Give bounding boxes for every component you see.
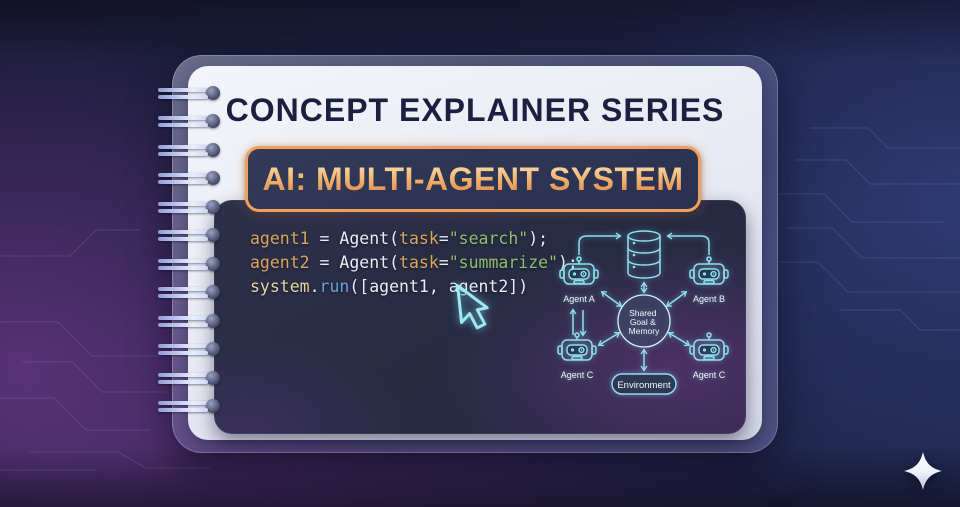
code-token: run bbox=[319, 277, 350, 296]
spiral-ring bbox=[158, 86, 220, 100]
code-line-2: agent2 = Agent(task="summarize"); bbox=[250, 251, 578, 275]
spiral-ring bbox=[158, 143, 220, 157]
series-title: CONCEPT EXPLAINER SERIES bbox=[225, 92, 725, 128]
ring-knob bbox=[206, 342, 220, 356]
spiral-ring bbox=[158, 285, 220, 299]
code-snippet: agent1 = Agent(task="search"); agent2 = … bbox=[250, 227, 578, 299]
ring-knob bbox=[206, 171, 220, 185]
shared-goal-line: Shared bbox=[629, 308, 657, 318]
code-line-1: agent1 = Agent(task="search"); bbox=[250, 227, 578, 251]
ring-knob bbox=[206, 228, 220, 242]
environment-node: Environment bbox=[611, 373, 677, 395]
code-token: Agent( bbox=[339, 229, 400, 248]
robot-agent-c-right-icon bbox=[689, 332, 729, 361]
spiral-ring bbox=[158, 257, 220, 271]
code-token: agent2 bbox=[250, 253, 310, 272]
code-token: task bbox=[399, 253, 439, 272]
arrow-cursor-icon bbox=[456, 284, 489, 330]
ring-knob bbox=[206, 371, 220, 385]
shared-goal-node: Shared Goal & Memory bbox=[617, 294, 671, 348]
agent-c-left-label: Agent C bbox=[561, 370, 594, 380]
code-token: task bbox=[399, 229, 439, 248]
code-token: Agent( bbox=[339, 253, 400, 272]
robot-agent-a-icon bbox=[559, 256, 599, 285]
ring-knob bbox=[206, 200, 220, 214]
code-token: agent1 bbox=[250, 229, 310, 248]
ring-knob bbox=[206, 285, 220, 299]
spiral-ring bbox=[158, 171, 220, 185]
ring-knob bbox=[206, 314, 220, 328]
code-token: system bbox=[250, 277, 310, 296]
ring-knob bbox=[206, 257, 220, 271]
svg-text:Shared Goal & Memo: Shared Goal & Memory bbox=[629, 308, 660, 336]
code-token: "search" bbox=[448, 229, 529, 248]
spiral-ring bbox=[158, 399, 220, 413]
ring-knob bbox=[206, 143, 220, 157]
shared-goal-line: Goal & bbox=[630, 317, 656, 327]
spiral-ring bbox=[158, 114, 220, 128]
ring-knob bbox=[206, 86, 220, 100]
ring-knob bbox=[206, 114, 220, 128]
shared-goal-line: Memory bbox=[629, 326, 660, 336]
code-token: = bbox=[309, 229, 340, 248]
environment-label: Environment bbox=[617, 380, 671, 391]
spiral-ring bbox=[158, 371, 220, 385]
spiral-ring bbox=[158, 342, 220, 356]
agent-c-right-label: Agent C bbox=[693, 370, 726, 380]
topic-badge: AI: MULTI-AGENT SYSTEM bbox=[245, 146, 701, 212]
agent-b-label: Agent B bbox=[693, 294, 725, 304]
spiral-ring bbox=[158, 228, 220, 242]
ring-knob bbox=[206, 399, 220, 413]
multi-agent-diagram: Agent A Agent B Agent C Agent C Shared G… bbox=[557, 230, 729, 395]
code-line-3: system.run([agent1, agent2]) bbox=[250, 275, 578, 299]
robot-agent-c-left-icon bbox=[557, 332, 597, 361]
code-token: ); bbox=[558, 253, 578, 272]
code-token: ); bbox=[528, 229, 549, 248]
code-token: "summarize" bbox=[448, 253, 558, 272]
spiral-ring bbox=[158, 314, 220, 328]
sparkle-logo-icon bbox=[904, 452, 942, 490]
code-token: = bbox=[309, 253, 340, 272]
code-token: . bbox=[309, 277, 320, 296]
agent-a-label: Agent A bbox=[563, 294, 595, 304]
robot-agent-b-icon bbox=[689, 256, 729, 285]
code-token: ([agent1, agent2]) bbox=[349, 277, 529, 296]
code-token: = bbox=[438, 253, 449, 272]
topic-badge-label: AI: MULTI-AGENT SYSTEM bbox=[262, 160, 684, 197]
spiral-ring bbox=[158, 200, 220, 214]
database-icon bbox=[627, 230, 661, 279]
code-token: = bbox=[438, 229, 449, 248]
